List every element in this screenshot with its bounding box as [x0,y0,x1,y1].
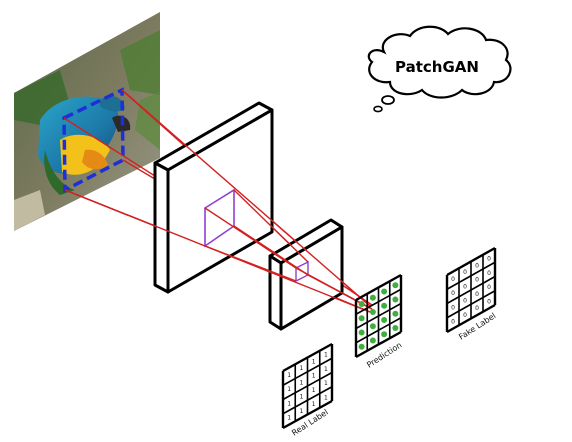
real-label-cell-value: 1 [287,386,291,393]
fake-label-cell-value: 0 [463,269,467,276]
fake-label-cell-value: 0 [487,298,491,305]
real-label-line [282,357,333,386]
fake-label-cell-value: 0 [463,312,467,319]
prediction-dot [392,282,399,289]
fake-label-cell-value: 0 [463,298,467,305]
prediction-grid [354,273,403,359]
prediction-line [355,302,402,330]
fake-label-cell-value: 0 [451,304,455,311]
projection-rays-front [64,89,373,313]
real-label-cell-value: 1 [312,358,316,365]
prediction-dot [358,329,365,336]
prediction-line [355,288,402,315]
fake-label-line [446,246,496,277]
real-label-cell-value: 1 [312,401,316,408]
patchgan-cloud: PatchGAN [367,25,512,113]
fake-label-cell-value: 0 [475,291,479,298]
prediction-dot [369,309,376,315]
real-label-line [282,371,333,401]
real-label-grid: 1 1 1 1 1 1 1 1 1 1 1 1 1 1 1 1 [281,342,334,430]
fake-label-cell-value: 0 [475,305,479,312]
real-label-cell-value: 1 [287,400,291,407]
fake-label-cell-value: 0 [475,262,479,269]
prediction-dot [381,331,388,338]
prediction-dot [392,296,399,303]
conv-layer-2 [268,218,344,331]
prediction-dot [392,310,399,317]
prediction-dot [358,301,365,307]
real-label-cell-value: 1 [312,387,316,394]
prediction-dot [369,337,376,344]
prediction-dot [358,343,365,350]
prediction-dot [381,288,388,295]
fake-label-cell-value: 0 [487,270,491,277]
prediction-dot [381,302,388,309]
fake-label-cell-value: 0 [487,256,491,263]
fake-label-line [446,275,496,305]
prediction-dot [392,325,399,331]
fake-label-cell-value: 0 [475,277,479,284]
real-label-cell-value: 1 [299,365,303,372]
real-label-cell-value: 1 [324,366,328,373]
prediction-label: Prediction [365,340,403,369]
real-label-cell-value: 1 [312,373,316,380]
fake-label-cell-value: 0 [451,290,455,297]
real-label-cell-value: 1 [287,372,291,379]
prediction-line [355,273,402,302]
input-image [14,12,160,231]
fake-label-line [446,261,496,290]
page-title: PatchGAN [395,58,479,76]
fake-label-grid: 0 0 0 0 0 0 0 0 0 0 0 0 0 0 0 0 [445,246,497,334]
real-label-cell-value: 1 [299,394,303,401]
prediction-dot [381,317,388,323]
conv-layer-1 [153,101,274,294]
real-label-cell-value: 1 [299,379,303,386]
real-label-cell-value: 1 [324,394,328,401]
real-label-cell-value: 1 [299,408,303,415]
real-label-cell-value: 1 [287,415,291,422]
fake-label-cell-value: 0 [451,319,455,326]
real-label-cell-value: 1 [324,352,328,359]
prediction-dot [369,323,376,330]
prediction-dot [369,294,376,301]
prediction-dot [358,315,365,322]
fake-label-cell-value: 0 [487,284,491,291]
real-label-cell-value: 1 [324,380,328,387]
real-label-line [282,342,333,373]
fake-label-cell-value: 0 [451,276,455,283]
fake-label-cell-value: 0 [463,283,467,290]
